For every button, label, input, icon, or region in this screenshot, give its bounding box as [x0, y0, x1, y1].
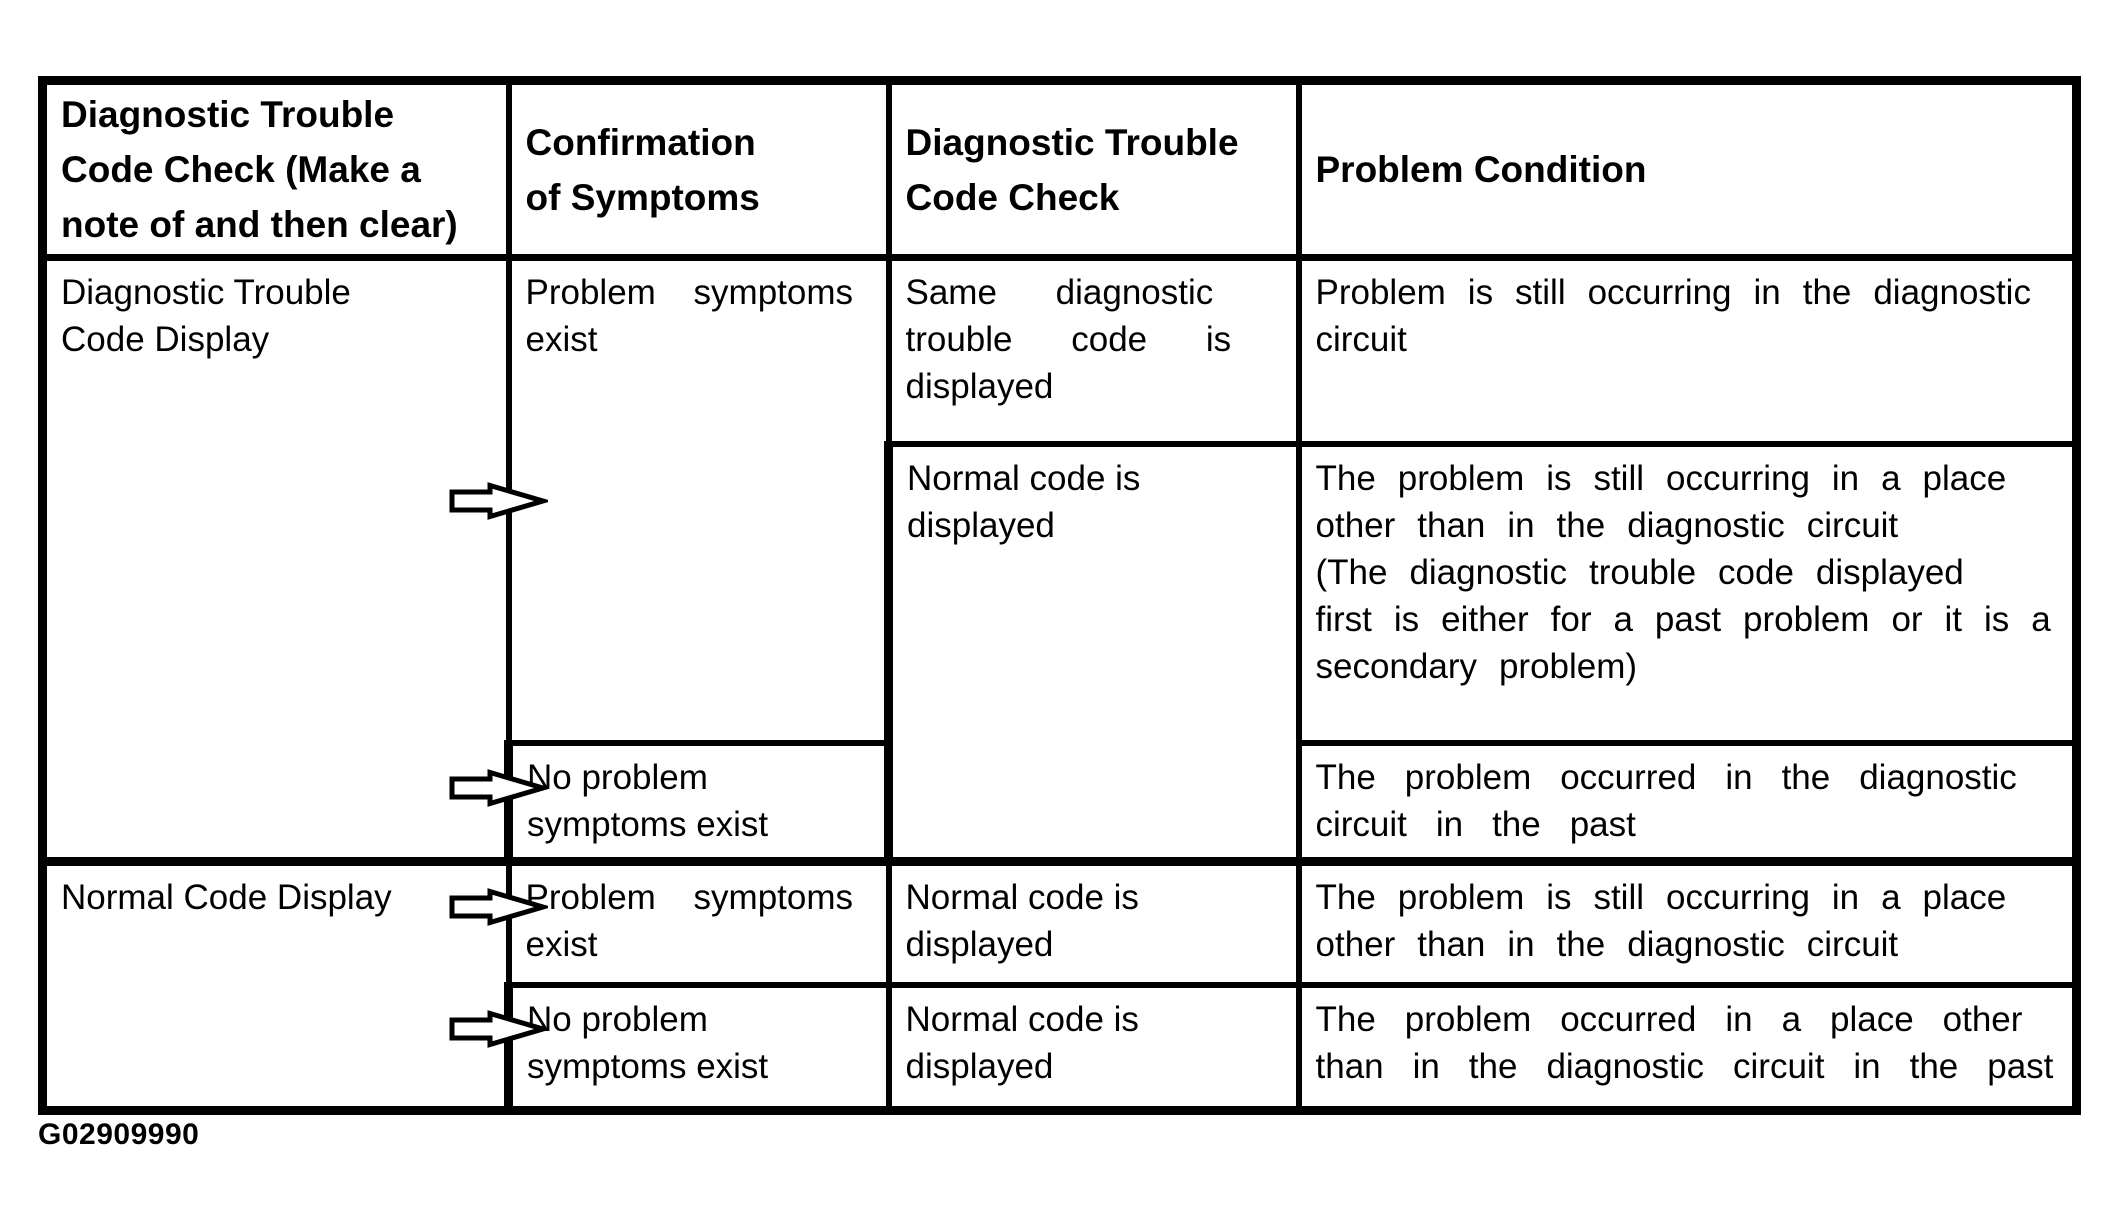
cell-normal-code-displayed-1: Normal code is displayed	[884, 440, 1302, 865]
cell-problem-still-occurring-circuit: Problem is still occurring in the diagno…	[1295, 254, 2081, 447]
cell-normal-code-display: Normal Code Display	[38, 857, 512, 1114]
cell-normal-code-displayed-3: Normal code is displayed	[885, 981, 1302, 1115]
cell-problem-symptoms-exist-1: Problem symptoms exist	[505, 254, 892, 746]
cell-dtc-display: Diagnostic Trouble Code Display	[38, 254, 512, 865]
table-row: Normal code is displayed The problem is …	[43, 440, 2081, 865]
right-arrow-icon-4	[449, 1009, 548, 1049]
header-dtc-check: Diagnostic Trouble Code Check	[885, 76, 1302, 261]
cell-no-problem-symptoms-1: No problem symptoms exist	[504, 739, 892, 865]
cell-no-problem-symptoms-2: No problem symptoms exist	[504, 981, 892, 1115]
table-row: Normal Code Display Problem symptoms exi…	[38, 857, 2081, 1114]
table-row: Diagnostic Trouble Code Display Problem …	[38, 254, 2081, 865]
cell-problem-occurred-circuit-past: The problem occurred in the diagnostic c…	[1295, 739, 2081, 865]
right-arrow-icon-2	[449, 768, 548, 808]
right-arrow-icon-3	[449, 887, 548, 927]
cell-normal-code-displayed-2: Normal code is displayed	[885, 857, 1302, 988]
table-row: No problem symptoms exist Normal code is…	[43, 981, 2081, 1115]
table-row: No problem symptoms exist The problem oc…	[43, 739, 2081, 865]
right-arrow-icon-1	[449, 481, 548, 521]
header-dtc-check-note: Diagnostic Trouble Code Check (Make a no…	[38, 76, 512, 261]
header-row: Diagnostic Trouble Code Check (Make a no…	[38, 76, 2081, 261]
figure-code: G02909990	[38, 1118, 200, 1151]
cell-problem-still-other-place: The problem is still occurring in a plac…	[1295, 857, 2081, 988]
header-confirmation-of-symptoms: Confirmation of Symptoms	[505, 76, 892, 261]
cell-problem-still-other-place-note: The problem is still occurring in a plac…	[1295, 440, 2081, 746]
cell-same-code-displayed: Same diagnostic trouble code is displaye…	[885, 254, 1302, 447]
header-problem-condition: Problem Condition	[1295, 76, 2081, 261]
cell-problem-symptoms-exist-2: Problem symptoms exist	[505, 857, 892, 988]
cell-problem-occurred-other-place-past: The problem occurred in a place other th…	[1295, 981, 2081, 1115]
diagnostic-table: Diagnostic Trouble Code Check (Make a no…	[38, 76, 2081, 1115]
